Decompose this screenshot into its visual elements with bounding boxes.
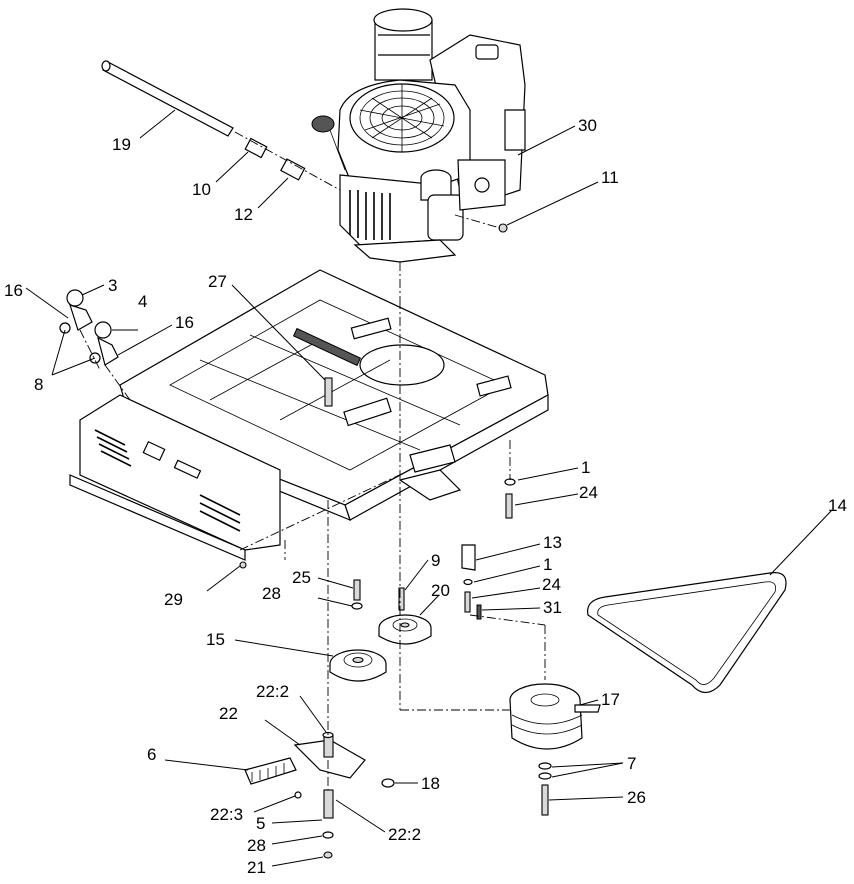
callout-15: 15 — [206, 630, 225, 649]
callout-5: 5 — [256, 814, 265, 833]
callout-22-2-top: 22:2 — [256, 682, 289, 701]
control-levers — [59, 289, 131, 401]
callout-9: 9 — [431, 551, 440, 570]
callout-26: 26 — [627, 788, 646, 807]
callout-18: 18 — [421, 774, 440, 793]
callout-12: 12 — [234, 205, 253, 224]
callout-22-3: 22:3 — [210, 805, 243, 824]
engine-assembly — [311, 8, 526, 263]
hardware — [239, 300, 552, 816]
callout-1-mid: 1 — [543, 555, 552, 574]
callout-6: 6 — [147, 745, 156, 764]
callout-22: 22 — [219, 704, 238, 723]
callout-10: 10 — [192, 180, 211, 199]
clutch-17 — [509, 683, 601, 750]
leader-lines — [25, 109, 833, 867]
callout-11: 11 — [601, 168, 619, 187]
callout-25: 25 — [292, 568, 311, 587]
callout-8: 8 — [34, 375, 43, 394]
callout-17: 17 — [601, 690, 620, 709]
callout-labels: 30 19 10 12 11 16 3 4 16 8 27 1 24 14 13… — [4, 116, 847, 877]
callout-1-top: 1 — [581, 458, 590, 477]
callout-22-2-bottom: 22:2 — [388, 825, 421, 844]
callout-28-bottom: 28 — [247, 836, 266, 855]
callout-20: 20 — [431, 581, 450, 600]
callout-19: 19 — [112, 135, 131, 154]
belt-14 — [587, 572, 787, 694]
callout-13: 13 — [543, 533, 562, 552]
callout-30: 30 — [578, 116, 597, 135]
callout-24-mid: 24 — [542, 575, 561, 594]
fastener-11 — [454, 214, 508, 233]
idler-arm-22 — [244, 731, 366, 859]
callout-4: 4 — [138, 292, 147, 311]
callout-31: 31 — [543, 598, 562, 617]
callout-14: 14 — [828, 496, 847, 515]
callout-27: 27 — [208, 272, 227, 291]
callout-3: 3 — [108, 276, 117, 295]
callout-29: 29 — [164, 590, 183, 609]
pulley-15 — [329, 649, 387, 682]
fuel-line — [101, 60, 341, 191]
callout-7: 7 — [627, 754, 636, 773]
callout-28-top: 28 — [262, 584, 281, 603]
callout-16-left: 16 — [4, 281, 23, 300]
callout-16-right: 16 — [175, 313, 194, 332]
callout-21: 21 — [247, 858, 266, 877]
pulley-20 — [378, 614, 432, 645]
callout-24-top: 24 — [579, 483, 598, 502]
chassis-frame — [69, 269, 549, 561]
